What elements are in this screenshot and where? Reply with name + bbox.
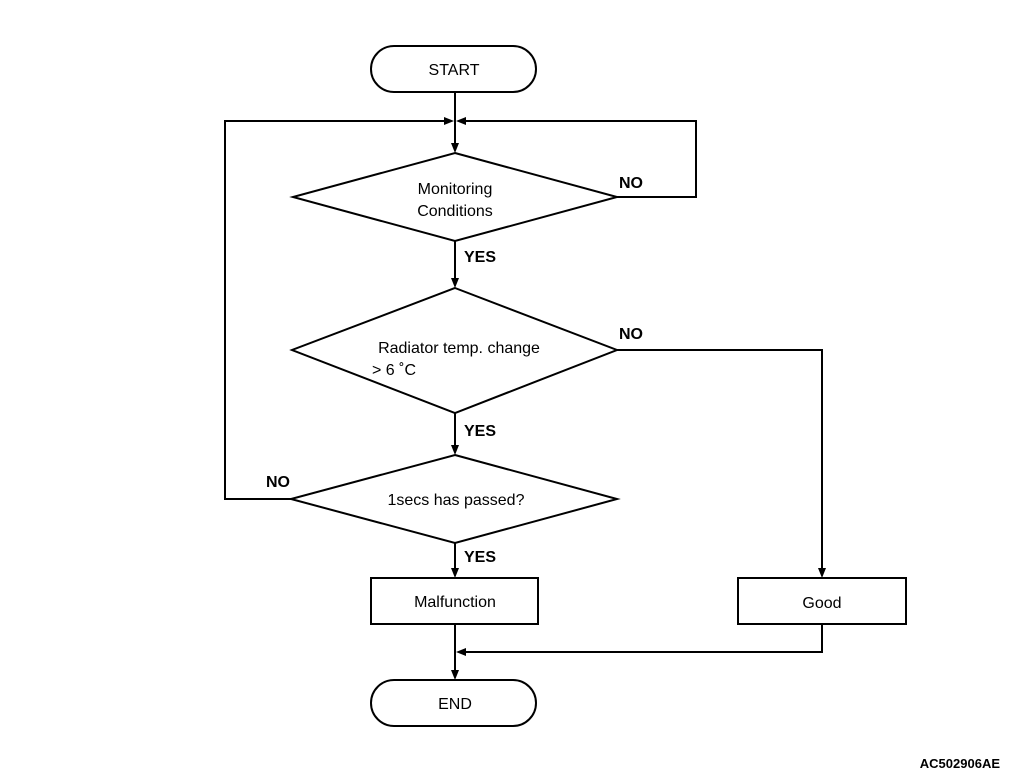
monitoring-no-label: NO	[619, 175, 643, 192]
radiator-no-label: NO	[619, 326, 643, 343]
monitoring-yes-label: YES	[464, 249, 496, 266]
connector-monitoring-yes	[451, 241, 459, 288]
arrowhead	[456, 117, 466, 125]
connector-start-to-monitoring	[451, 92, 459, 153]
connector-good-to-end	[456, 624, 823, 656]
arrowhead	[451, 445, 459, 455]
good-label: Good	[802, 595, 841, 612]
start-node: START	[370, 45, 537, 93]
monitoring-conditions-label-line1: Monitoring	[418, 181, 493, 198]
radiator-temp-label-line2: > 6 ˚C	[372, 362, 416, 379]
malfunction-label: Malfunction	[414, 594, 496, 611]
time-passed-decision: 1secs has passed?	[287, 453, 621, 545]
figure-code: AC502906AE	[920, 756, 1001, 771]
time-passed-yes-label: YES	[464, 549, 496, 566]
arrowhead	[818, 568, 826, 578]
arrowhead	[451, 278, 459, 288]
end-label: END	[438, 696, 472, 713]
radiator-temp-decision: Radiator temp. change > 6 ˚C	[289, 286, 620, 415]
arrowhead	[444, 117, 454, 125]
connector-radiator-yes	[451, 413, 459, 455]
malfunction-node: Malfunction	[370, 577, 539, 625]
monitoring-conditions-label-line2: Conditions	[417, 203, 493, 220]
time-passed-label: 1secs has passed?	[388, 492, 525, 509]
arrowhead	[451, 143, 459, 153]
good-node: Good	[737, 577, 907, 625]
start-label: START	[429, 62, 480, 79]
connector-radiator-no	[617, 349, 826, 578]
arrowhead	[451, 670, 459, 680]
arrowhead	[456, 648, 466, 656]
monitoring-conditions-decision: Monitoring Conditions	[289, 151, 621, 243]
radiator-temp-label-line1: Radiator temp. change	[378, 340, 540, 357]
end-node: END	[370, 679, 537, 727]
arrowhead	[451, 568, 459, 578]
radiator-yes-label: YES	[464, 423, 496, 440]
connector-time-passed-no-loop	[224, 117, 454, 500]
time-passed-no-label: NO	[266, 474, 290, 491]
connector-malfunction-to-end	[451, 624, 459, 680]
connector-time-passed-yes	[451, 543, 459, 578]
connector-monitoring-no-loop	[456, 117, 697, 198]
